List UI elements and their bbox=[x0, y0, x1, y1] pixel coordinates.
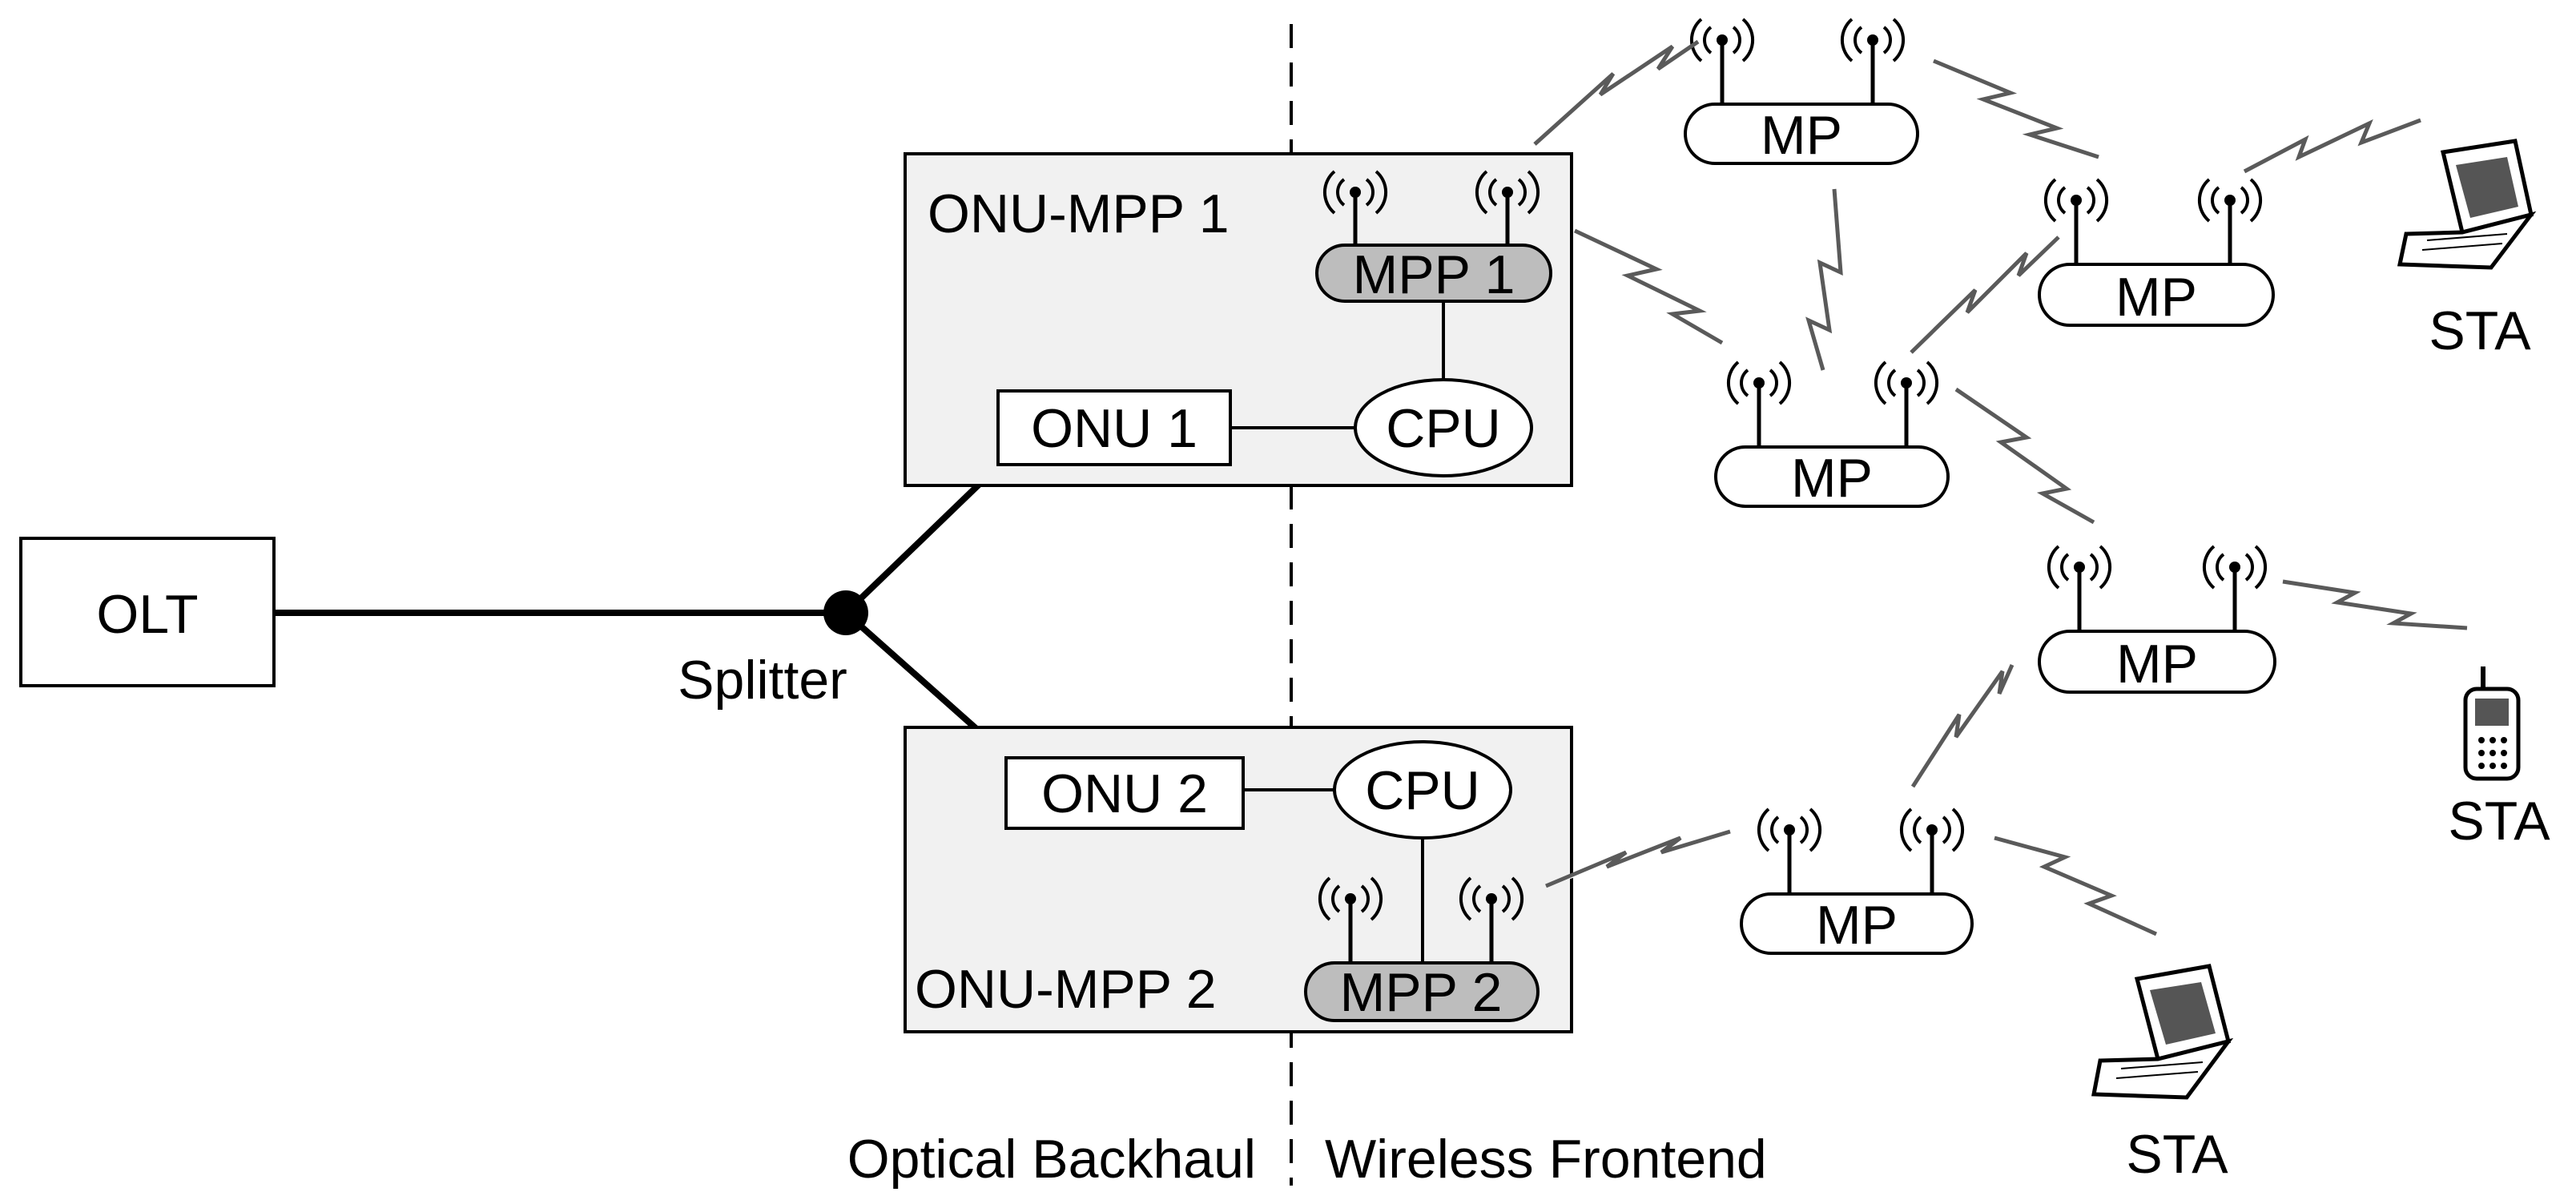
wireless-link bbox=[1533, 39, 1700, 146]
station-laptop-2: STA bbox=[2091, 964, 2234, 1185]
sta-label: STA bbox=[2448, 791, 2550, 852]
olt-label: OLT bbox=[96, 584, 198, 645]
onu-2-box bbox=[1004, 756, 1245, 830]
splitter-node: Splitter bbox=[678, 590, 868, 711]
wireless-frontend-label: Wireless Frontend bbox=[1325, 1129, 1767, 1190]
mesh-point: MP bbox=[2038, 179, 2275, 328]
wireless-link bbox=[1954, 387, 2095, 525]
wireless-link bbox=[1805, 188, 1843, 371]
mp-label: MP bbox=[2115, 267, 2197, 328]
sta-label: STA bbox=[2429, 300, 2531, 361]
wireless-link bbox=[1910, 663, 2015, 788]
mobile-phone-icon bbox=[2463, 666, 2521, 781]
antenna-icon bbox=[2049, 546, 2110, 631]
splitter-label: Splitter bbox=[678, 650, 847, 711]
antenna-icon bbox=[2046, 179, 2107, 264]
laptop-icon bbox=[2397, 139, 2537, 270]
onu-2-label: ONU 2 bbox=[1041, 763, 1208, 824]
mp-label: MP bbox=[1761, 105, 1842, 166]
antenna-icon bbox=[1902, 809, 1962, 894]
wireless-link bbox=[2282, 579, 2468, 630]
onu-1-label: ONU 1 bbox=[1031, 398, 1197, 459]
antenna-icon bbox=[1759, 809, 1820, 894]
wireless-link bbox=[1994, 836, 2158, 936]
mpp-2-pill bbox=[1304, 961, 1540, 1022]
mpp-1-pill bbox=[1315, 244, 1552, 303]
mp-label: MP bbox=[2116, 634, 2198, 695]
wireless-links bbox=[1533, 39, 2468, 936]
mesh-point: MP bbox=[1740, 809, 1974, 956]
antenna-icon bbox=[2200, 179, 2260, 264]
mesh-point: MP bbox=[2038, 546, 2276, 695]
wireless-link bbox=[1573, 228, 1724, 345]
antenna-icon bbox=[1729, 362, 1789, 447]
station-phone: STA bbox=[2448, 666, 2550, 852]
mp-label: MP bbox=[1791, 448, 1873, 509]
wireless-link bbox=[1545, 829, 1731, 888]
sta-label: STA bbox=[2126, 1124, 2228, 1185]
onu-mpp-2-node: ONU-MPP 2 ONU 2 CPU MPP 2 bbox=[904, 726, 1573, 1033]
mpp-2-label: MPP 2 bbox=[1340, 962, 1503, 1023]
onu-mpp-1-node: ONU-MPP 1 ONU 1 CPU MPP 1 bbox=[904, 152, 1573, 487]
cpu-2-label: CPU bbox=[1365, 760, 1480, 821]
optical-backhaul-label: Optical Backhaul bbox=[847, 1129, 1256, 1190]
onu-mpp-1-title: ONU-MPP 1 bbox=[928, 183, 1230, 244]
onu-mpp-2-title: ONU-MPP 2 bbox=[915, 959, 1217, 1020]
mp-label: MP bbox=[1816, 895, 1898, 956]
mesh-point: MP bbox=[1684, 19, 1919, 166]
mpp-1-label: MPP 1 bbox=[1353, 244, 1515, 305]
antenna-icon bbox=[2204, 546, 2265, 631]
onu-1-box bbox=[996, 389, 1232, 466]
wireless-link bbox=[1933, 58, 2099, 159]
wireless-link bbox=[1910, 236, 2060, 354]
antenna-icon bbox=[1692, 19, 1753, 104]
antenna-icon bbox=[1842, 19, 1903, 104]
wireless-link bbox=[2243, 118, 2421, 174]
olt-node: OLT bbox=[19, 537, 276, 687]
mesh-point: MP bbox=[1714, 362, 1950, 509]
fiber-links bbox=[274, 461, 1013, 762]
cpu-1-label: CPU bbox=[1386, 398, 1501, 459]
laptop-icon bbox=[2091, 964, 2234, 1100]
antenna-icon bbox=[1876, 362, 1937, 447]
station-laptop-1: STA bbox=[2397, 139, 2537, 361]
